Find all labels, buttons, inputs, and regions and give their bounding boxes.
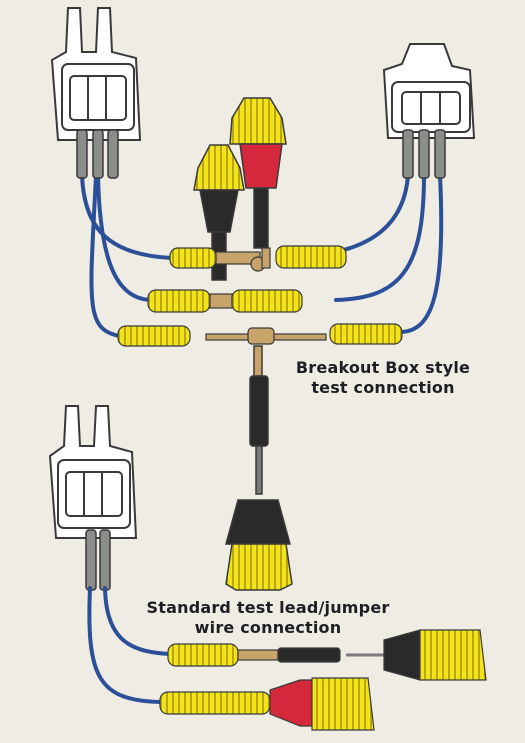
center-yellow-probe [225, 499, 293, 591]
top-left-connector [50, 7, 142, 141]
breakout-box-caption: Breakout Box style test connection [268, 358, 498, 398]
bottom-wires [87, 586, 172, 704]
connector-lead-stubs [76, 129, 446, 179]
standard-test-lead-caption-line2: wire connection [194, 618, 342, 637]
top-right-connector [382, 43, 476, 139]
boots-row-3 [117, 323, 403, 347]
jumper-wire-row [167, 629, 487, 681]
boots-row-1 [169, 245, 347, 272]
breakout-box-caption-line1: Breakout Box style [295, 358, 471, 377]
boots-row-2 [147, 289, 303, 313]
test-lead-row [159, 677, 375, 731]
bottom-left-connector [48, 405, 138, 539]
breakout-box-caption-line2: test connection [311, 378, 455, 397]
standard-test-lead-caption: Standard test lead/jumper wire connectio… [128, 598, 408, 638]
bottom-connector-lead-stubs [85, 529, 111, 591]
red-probe-tower [229, 97, 287, 249]
standard-test-lead-caption-line1: Standard test lead/jumper [146, 598, 390, 617]
center-test-probe [249, 345, 269, 495]
